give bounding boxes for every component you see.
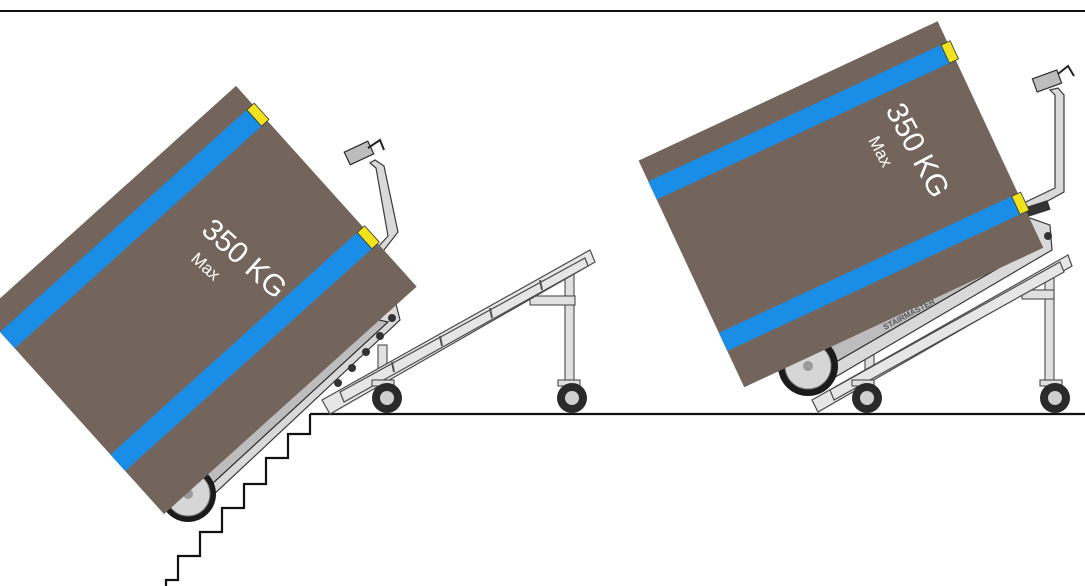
staircase — [164, 414, 312, 586]
left-box — [0, 85, 417, 515]
right-box — [638, 21, 1044, 388]
right-scene: STAIRMASTER 350 KG Max — [638, 21, 1075, 413]
left-platform — [321, 249, 596, 415]
left-scene: STAIRMASTER 350 KG Max — [0, 85, 596, 522]
right-platform — [811, 254, 1073, 413]
